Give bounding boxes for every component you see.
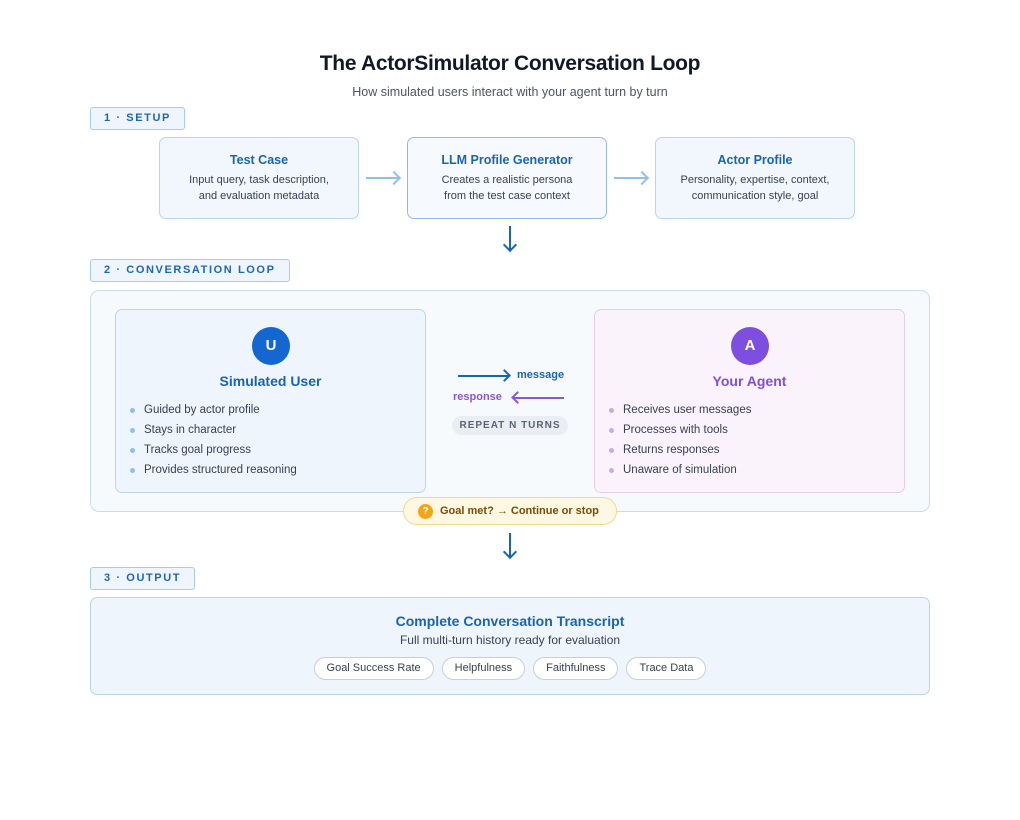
your-agent-list: Receives user messages Processes with to… [609, 400, 751, 480]
list-item: Returns responses [609, 440, 751, 460]
profile-generator-title: LLM Profile Generator [441, 153, 573, 167]
actor-profile-line-1: Personality, expertise, context, [680, 174, 830, 186]
actor-profile-title: Actor Profile [717, 153, 793, 167]
output-title: Complete Conversation Transcript [395, 613, 625, 629]
your-agent-panel: A Your Agent Receives user messages Proc… [594, 309, 905, 493]
profile-generator-line-1: Creates a realistic persona [441, 174, 573, 186]
message-label: message [517, 369, 565, 381]
test-case-line-1: Input query, task description, [189, 174, 329, 186]
stage-label-output: 3 · OUTPUT [90, 567, 196, 590]
repeat-badge: REPEAT N TURNS [452, 416, 568, 435]
stage-label-loop: 2 · CONVERSATION LOOP [90, 259, 290, 282]
agent-avatar: A [731, 327, 769, 365]
metric-chip: Helpfulness [441, 657, 526, 680]
page-title: The ActorSimulator Conversation Loop [319, 52, 701, 75]
user-avatar: U [252, 327, 290, 365]
list-item: Tracks goal progress [130, 440, 297, 460]
test-case-box: Test Case Input query, task description,… [159, 137, 359, 219]
test-case-line-2: and evaluation metadata [198, 190, 320, 202]
simulated-user-list: Guided by actor profile Stays in charact… [130, 400, 297, 480]
arrow-down-icon [509, 226, 511, 250]
metric-chip: Goal Success Rate [313, 657, 434, 680]
actor-profile-line-2: communication style, goal [691, 190, 819, 202]
list-item: Unaware of simulation [609, 460, 751, 480]
metric-chip: Faithfulness [533, 657, 619, 680]
simulated-user-panel: U Simulated User Guided by actor profile… [115, 309, 426, 493]
message-arrow-icon [458, 375, 508, 377]
actor-profile-box: Actor Profile Personality, expertise, co… [655, 137, 855, 219]
your-agent-title: Your Agent [712, 373, 787, 389]
arrow-right-icon [366, 177, 398, 179]
output-description: Full multi-turn history ready for evalua… [399, 633, 621, 647]
response-label: response [453, 391, 502, 403]
page-subtitle: How simulated users interact with your a… [352, 85, 668, 99]
list-item: Stays in character [130, 420, 297, 440]
response-arrow-icon [514, 397, 564, 399]
stage-label-setup: 1 · SETUP [90, 107, 185, 130]
question-icon: ? [418, 504, 433, 519]
arrow-down-icon [509, 533, 511, 557]
goal-check-text: Goal met? → Continue or stop [440, 505, 599, 517]
profile-generator-box: LLM Profile Generator Creates a realisti… [407, 137, 607, 219]
goal-check-pill: ? Goal met? → Continue or stop [403, 497, 617, 525]
metric-chip: Trace Data [626, 657, 707, 680]
list-item: Guided by actor profile [130, 400, 297, 420]
arrow-right-icon [614, 177, 646, 179]
profile-generator-line-2: from the test case context [444, 190, 570, 202]
simulated-user-title: Simulated User [219, 373, 322, 389]
list-item: Receives user messages [609, 400, 751, 420]
list-item: Provides structured reasoning [130, 460, 297, 480]
test-case-title: Test Case [229, 153, 289, 167]
output-box: Complete Conversation Transcript Full mu… [90, 597, 930, 695]
metric-chips: Goal Success Rate Helpfulness Faithfulne… [91, 657, 929, 680]
list-item: Processes with tools [609, 420, 751, 440]
